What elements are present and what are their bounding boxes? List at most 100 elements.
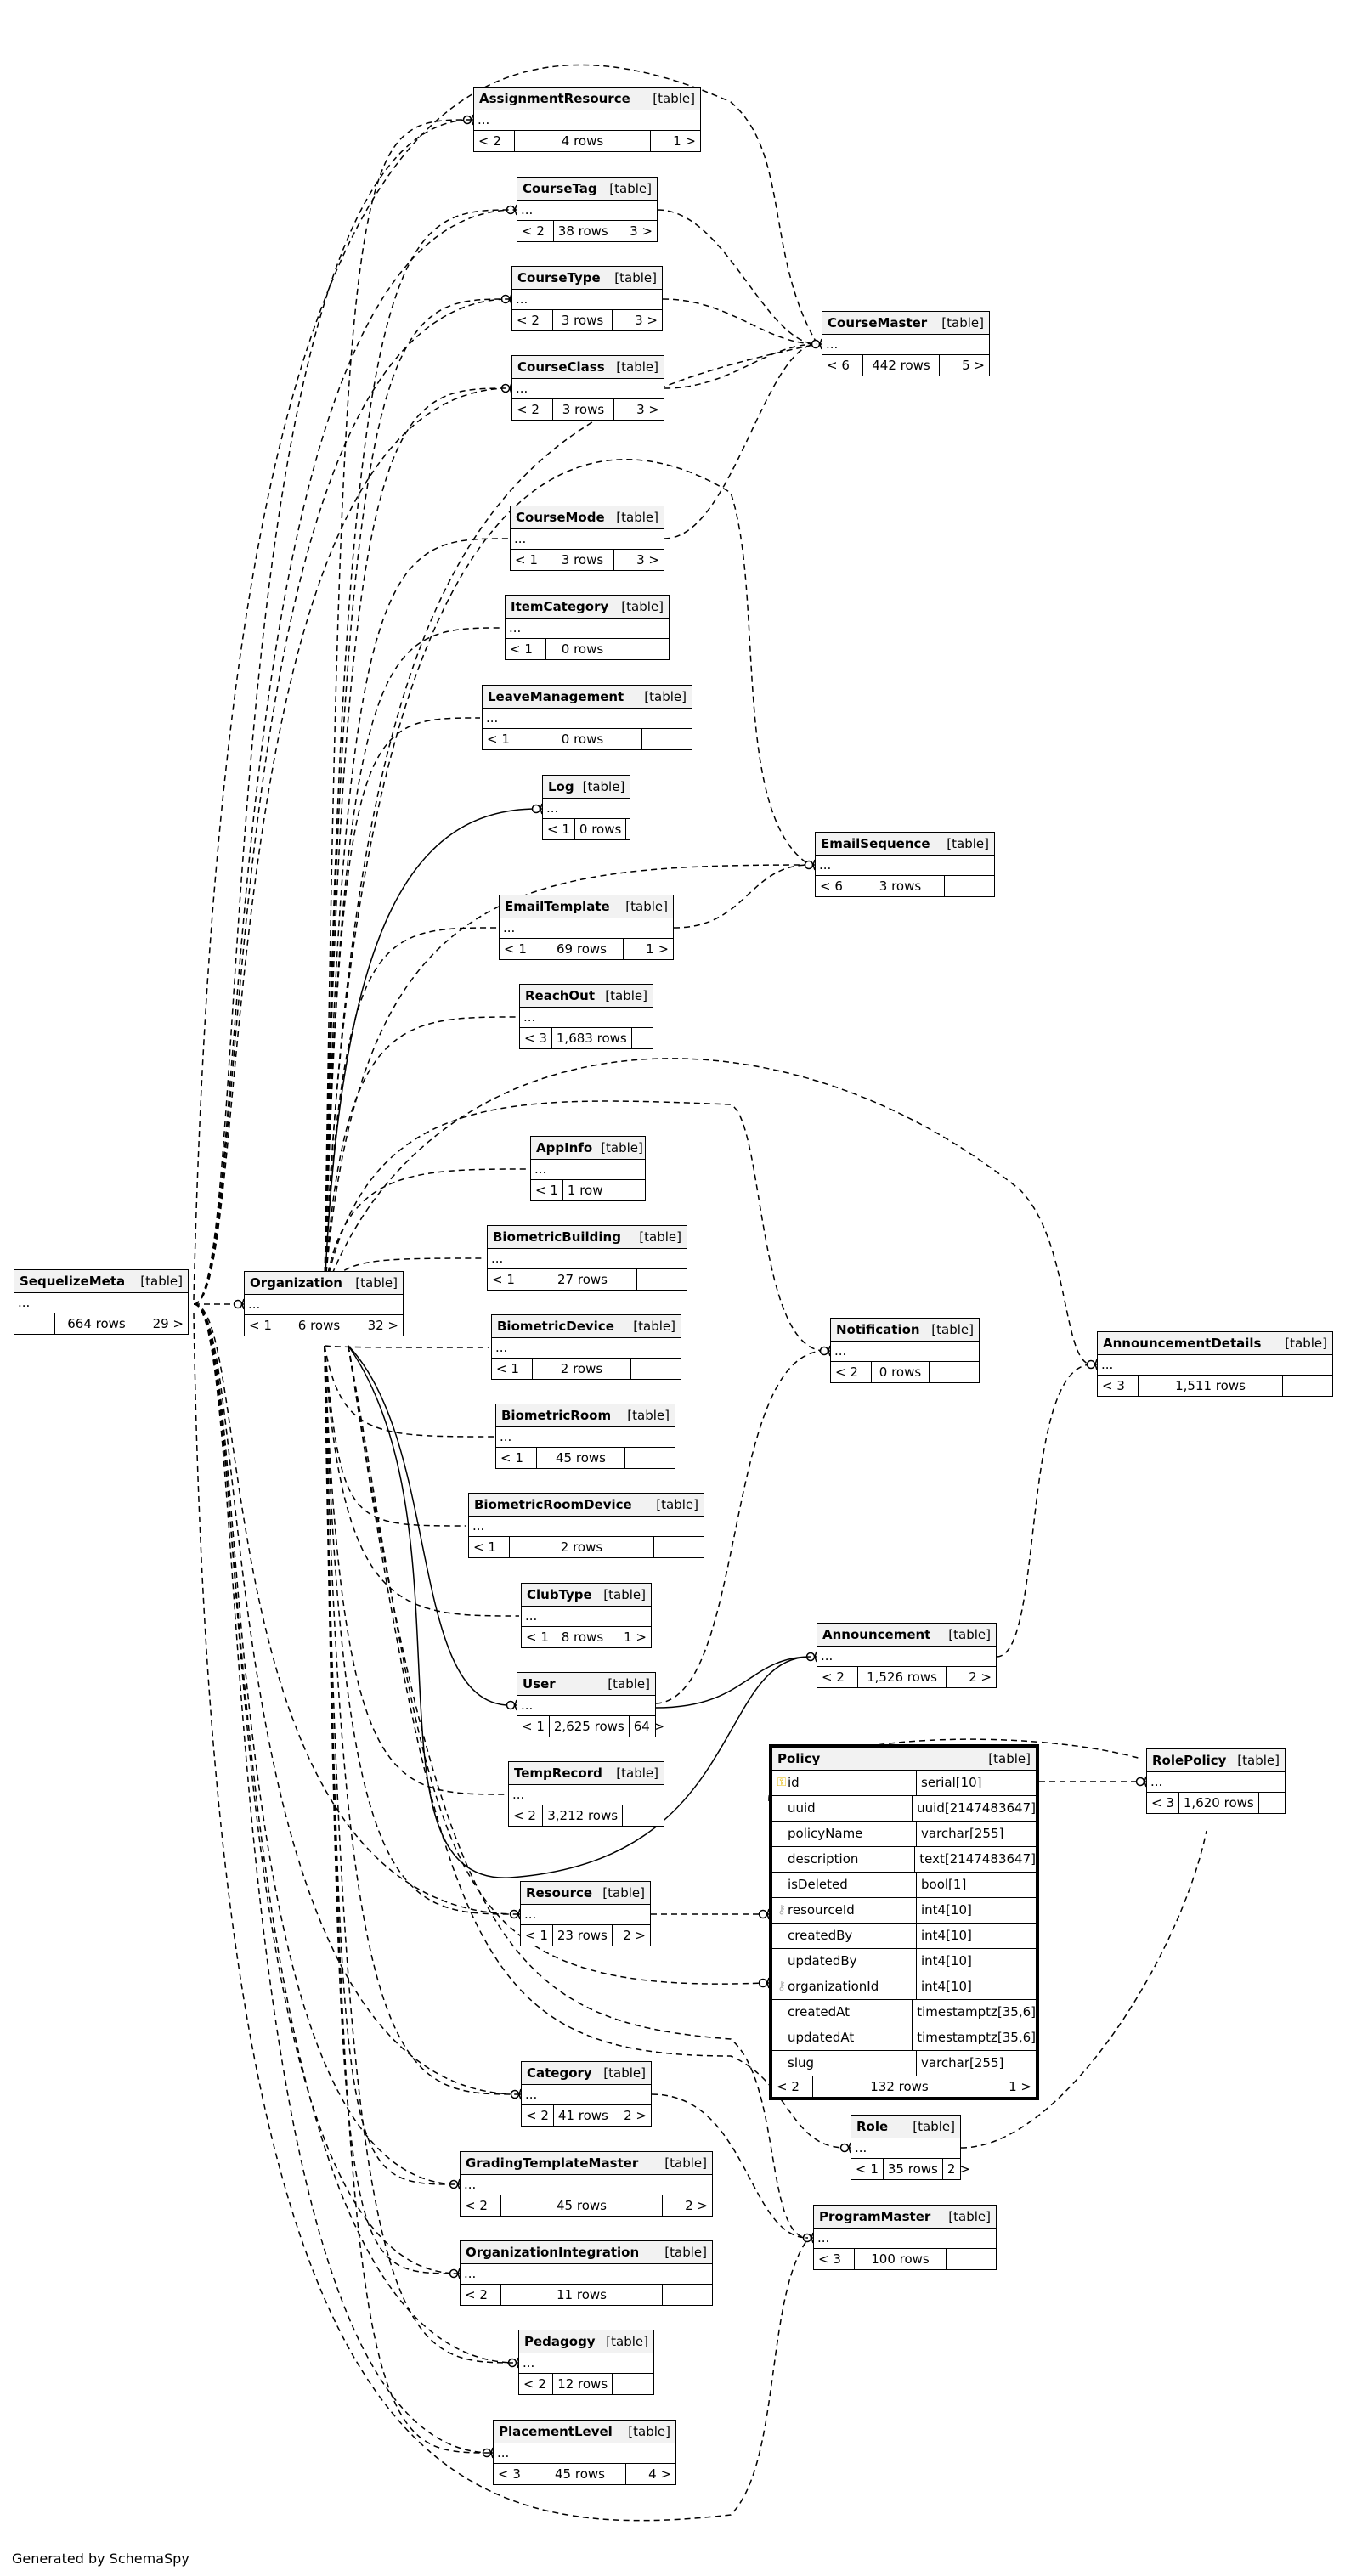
children-count[interactable] — [632, 1028, 653, 1048]
parents-count[interactable]: < 2 — [519, 2374, 554, 2394]
children-count[interactable]: 3 > — [636, 402, 659, 417]
children-count[interactable] — [945, 876, 994, 896]
table-name[interactable]: Role — [856, 2119, 889, 2134]
parents-count[interactable]: < 1 — [469, 1537, 510, 1557]
parents-count[interactable]: < 2 — [461, 2285, 501, 2305]
children-count[interactable]: 2 > — [623, 1928, 646, 1943]
children-count[interactable]: 3 > — [630, 223, 653, 239]
parents-count[interactable]: < 1 — [511, 550, 551, 570]
table-name[interactable]: OrganizationIntegration — [466, 2245, 640, 2260]
children-count[interactable] — [619, 639, 669, 659]
table-name[interactable]: BiometricRoom — [501, 1408, 612, 1423]
children-count[interactable]: 3 > — [635, 313, 658, 328]
parents-count[interactable]: < 1 — [531, 1180, 563, 1200]
children-count[interactable] — [613, 2374, 653, 2394]
children-count[interactable]: 3 > — [636, 552, 659, 568]
parents-count[interactable]: < 1 — [522, 1627, 557, 1647]
table-name[interactable]: User — [523, 1676, 556, 1692]
parents-count[interactable]: < 2 — [817, 1667, 858, 1687]
parents-count[interactable]: < 2 — [772, 2076, 813, 2097]
parents-count[interactable]: < 1 — [517, 1716, 550, 1737]
table-name[interactable]: ReachOut — [525, 988, 596, 1003]
table-name[interactable]: ItemCategory — [511, 599, 609, 614]
table-name[interactable]: SequelizeMeta — [20, 1274, 126, 1289]
children-count[interactable]: 2 > — [969, 1669, 992, 1685]
parents-count[interactable]: < 1 — [543, 819, 575, 839]
table-name[interactable]: AnnouncementDetails — [1103, 1336, 1262, 1351]
children-count[interactable] — [625, 1448, 675, 1468]
parents-count[interactable]: < 1 — [506, 639, 546, 659]
table-name[interactable]: Announcement — [822, 1627, 931, 1642]
children-count[interactable]: 1 > — [1009, 2079, 1031, 2094]
parents-count[interactable]: < 6 — [822, 355, 863, 376]
table-name[interactable]: PlacementLevel — [499, 2424, 613, 2439]
parents-count[interactable]: < 2 — [517, 221, 554, 241]
children-count[interactable]: 2 > — [624, 2108, 647, 2123]
children-count[interactable] — [631, 1359, 681, 1379]
children-count[interactable]: 4 > — [648, 2466, 671, 2482]
table-name[interactable]: RolePolicy — [1152, 1753, 1227, 1768]
table-name[interactable]: TempRecord — [514, 1765, 602, 1781]
parents-count[interactable]: < 1 — [492, 1359, 533, 1379]
parents-count[interactable]: < 2 — [831, 1362, 872, 1382]
table-name[interactable]: Organization — [250, 1275, 342, 1291]
children-count[interactable]: 1 > — [624, 1630, 647, 1645]
table-name[interactable]: Category — [527, 2065, 592, 2081]
table-name[interactable]: Pedagogy — [524, 2334, 596, 2349]
children-count[interactable]: 1 > — [646, 941, 669, 957]
parents-count[interactable] — [14, 1313, 55, 1334]
parents-count[interactable]: < 1 — [500, 939, 540, 959]
children-count[interactable] — [623, 1805, 664, 1826]
parents-count[interactable]: < 1 — [488, 1269, 528, 1290]
parents-count[interactable]: < 3 — [1147, 1793, 1179, 1813]
parents-count[interactable]: < 1 — [483, 729, 523, 749]
children-count[interactable] — [1283, 1376, 1332, 1396]
table-name[interactable]: CourseTag — [523, 181, 597, 196]
table-name[interactable]: CourseMode — [516, 510, 605, 525]
children-count[interactable] — [626, 819, 635, 839]
children-count[interactable] — [642, 729, 692, 749]
parents-count[interactable]: < 2 — [474, 131, 515, 151]
parents-count[interactable]: < 2 — [522, 2105, 554, 2126]
parents-count[interactable]: < 2 — [509, 1805, 544, 1826]
children-count[interactable]: 2 > — [947, 2161, 970, 2177]
parents-count[interactable]: < 3 — [494, 2464, 534, 2484]
table-name[interactable]: Log — [548, 779, 574, 794]
table-name[interactable]: EmailSequence — [821, 836, 930, 851]
children-count[interactable] — [654, 1537, 704, 1557]
parents-count[interactable]: < 1 — [521, 1925, 553, 1946]
children-count[interactable]: 64 > — [633, 1719, 665, 1734]
parents-count[interactable]: < 2 — [512, 310, 553, 330]
table-name[interactable]: CourseMaster — [828, 315, 928, 330]
